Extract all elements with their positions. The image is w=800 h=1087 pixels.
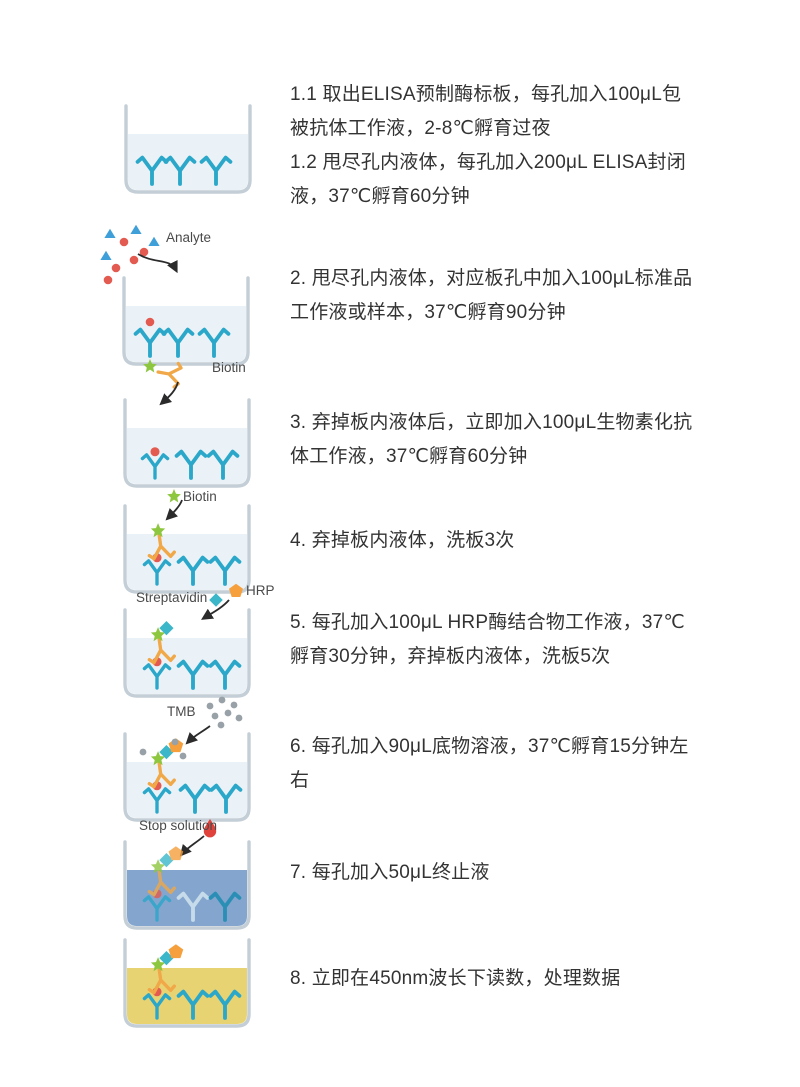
curved-arrow-icon <box>179 835 205 857</box>
streptavidin-diamond-icon <box>209 593 223 607</box>
step-2-text: 2. 甩尽孔内液体，对应板孔中加入100μL标准品工作液或样本，37℃孵育90分… <box>290 262 700 330</box>
stop-solution-label: Stop solution <box>139 818 218 833</box>
analyte-particles-icon <box>100 224 160 285</box>
step-7-text: 7. 每孔加入50μL终止液 <box>290 856 700 890</box>
step-4-instruction: 4. 弃掉板内液体，洗板3次 <box>290 530 515 551</box>
step-3-text: 3. 弃掉板内液体后，立即加入100μL生物素化抗体工作液，37℃孵育60分钟 <box>290 406 700 474</box>
step-5-text: 5. 每孔加入100μL HRP酶结合物工作液，37℃孵育30分钟，弃掉板内液体… <box>290 606 700 674</box>
step-2-illustration <box>100 224 250 366</box>
hrp-pentagon-icon <box>229 583 243 597</box>
hrp-label: HRP <box>246 583 275 598</box>
step-8-illustration <box>123 938 251 1028</box>
curved-arrow-icon <box>137 253 178 274</box>
step-6-instruction: 6. 每孔加入90μL底物溶液，37℃孵育15分钟左右 <box>290 736 689 791</box>
microplate-well-icon <box>123 398 251 488</box>
step-7-instruction: 7. 每孔加入50μL终止液 <box>290 862 490 883</box>
analyte-label: Analyte <box>166 230 212 245</box>
biotin-antibody-icon <box>143 358 184 390</box>
biotin-label-2: Biotin <box>183 489 217 504</box>
microplate-well-icon <box>123 938 251 1028</box>
step-6-text: 6. 每孔加入90μL底物溶液，37℃孵育15分钟左右 <box>290 730 700 798</box>
step-1-instruction-2: 1.2 甩尽孔内液体，每孔加入200μL ELISA封闭液，37℃孵育60分钟 <box>290 152 686 207</box>
curved-arrow-icon <box>201 599 230 620</box>
microplate-well-icon <box>124 104 252 194</box>
streptavidin-label: Streptavidin <box>136 590 208 605</box>
biotin-star-icon <box>143 359 157 373</box>
biotin-star-icon <box>167 489 181 503</box>
curved-arrow-icon <box>185 725 211 745</box>
step-6-illustration <box>123 696 251 822</box>
microplate-well-icon <box>123 840 251 930</box>
step-5-instruction: 5. 每孔加入100μL HRP酶结合物工作液，37℃孵育30分钟，弃掉板内液体… <box>290 612 685 667</box>
analyte-icon <box>145 317 155 327</box>
step-5-illustration <box>123 583 251 698</box>
step-4-text: 4. 弃掉板内液体，洗板3次 <box>290 524 700 558</box>
microplate-well-icon <box>123 732 251 822</box>
step-4-illustration <box>123 489 251 594</box>
step-7-illustration <box>123 819 251 930</box>
step-1-text: 1.1 取出ELISA预制酶标板，每孔加入100μL包被抗体工作液，2-8℃孵育… <box>290 78 700 214</box>
step-3-illustration <box>123 358 251 488</box>
tmb-dots-icon <box>206 696 243 729</box>
step-1-illustration <box>124 104 252 194</box>
step-2-instruction: 2. 甩尽孔内液体，对应板孔中加入100μL标准品工作液或样本，37℃孵育90分… <box>290 268 693 323</box>
step-3-instruction: 3. 弃掉板内液体后，立即加入100μL生物素化抗体工作液，37℃孵育60分钟 <box>290 412 693 467</box>
step-1-instruction-1: 1.1 取出ELISA预制酶标板，每孔加入100μL包被抗体工作液，2-8℃孵育… <box>290 84 682 139</box>
biotin-label: Biotin <box>212 360 246 375</box>
step-8-instruction: 8. 立即在450nm波长下读数，处理数据 <box>290 968 621 989</box>
curved-arrow-icon <box>165 499 183 521</box>
microplate-well-icon <box>123 608 251 698</box>
step-8-text: 8. 立即在450nm波长下读数，处理数据 <box>290 962 700 996</box>
tmb-label: TMB <box>167 704 196 719</box>
curved-arrow-icon <box>159 381 179 406</box>
